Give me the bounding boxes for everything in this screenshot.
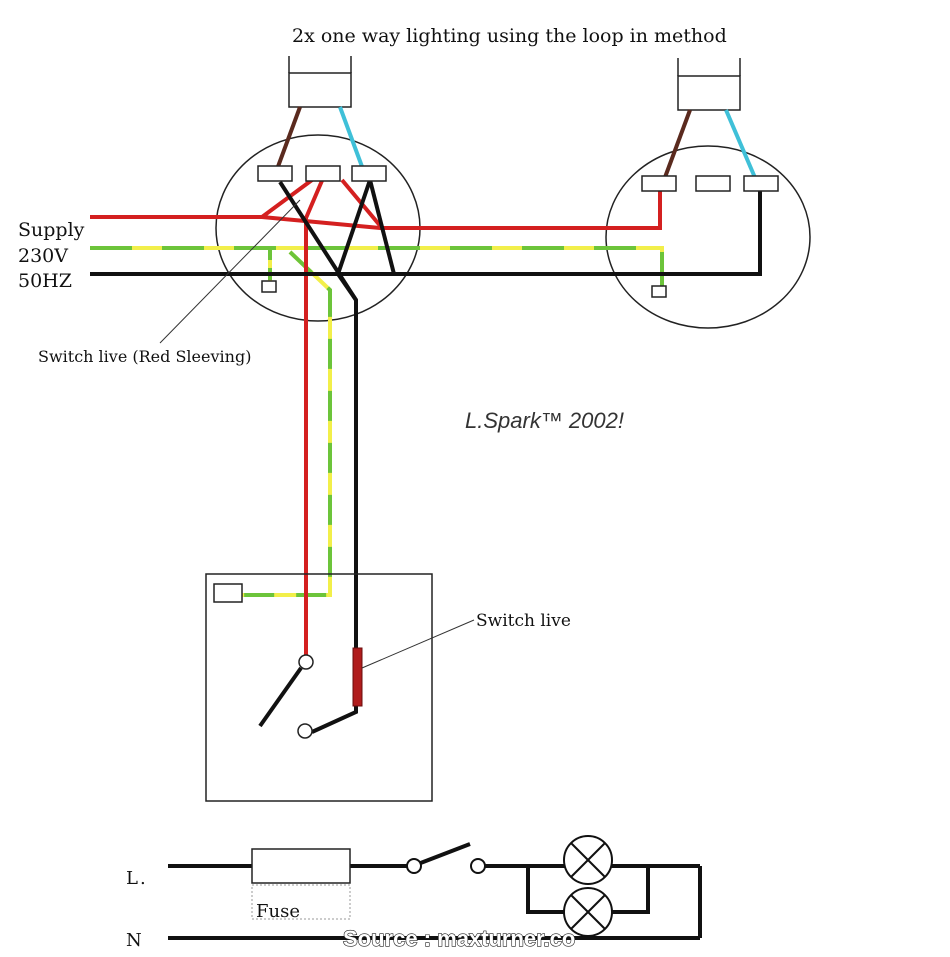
- neutral-wires: [90, 179, 762, 734]
- fuse-element: [251, 848, 351, 884]
- fuse-label-box: [251, 884, 351, 920]
- schematic-circuit: [168, 842, 702, 940]
- lamp-2-blue-wire: [724, 109, 758, 181]
- ceiling-rose-2: [605, 145, 811, 329]
- source-watermark: Source : maxturner.co: [343, 926, 575, 951]
- lamp-1-brown-wire: [274, 106, 302, 173]
- switch-contact-top: [298, 654, 314, 670]
- schematic-switch-contact-1: [406, 858, 422, 874]
- frequency-label: 50HZ: [18, 270, 72, 292]
- lamp-holder-2: [677, 58, 741, 111]
- line-label-dot: .: [140, 868, 146, 889]
- sleeving-leader-line: [159, 199, 301, 344]
- switch-live-label: Switch live: [476, 611, 571, 631]
- switch-live-sleeving-label: Switch live (Red Sleeving): [38, 347, 251, 366]
- schematic-switch-contact-2: [470, 858, 486, 874]
- diagram-title: 2x one way lighting using the loop in me…: [292, 25, 727, 47]
- switch-lever: [258, 666, 303, 728]
- switch-earth-terminal: [213, 583, 243, 603]
- live-wires: [90, 175, 662, 662]
- signature-text: L.Spark™ 2002!: [465, 408, 624, 433]
- rose-1-terminals: [257, 165, 387, 293]
- switch-live-leader-line: [361, 619, 475, 669]
- lamp-icon: [563, 835, 613, 885]
- fuse-label: Fuse: [256, 901, 300, 922]
- lamp-2-brown-wire: [662, 109, 692, 181]
- voltage-label: 230V: [18, 245, 68, 267]
- rose-2-terminals: [641, 175, 779, 298]
- lamp-1-blue-wire: [338, 106, 366, 173]
- switch-contact-bottom: [297, 723, 313, 739]
- lamp-icon: [563, 887, 613, 937]
- red-sleeving: [352, 647, 363, 707]
- lamp-holder-1: [288, 56, 352, 108]
- switch-box: [205, 573, 433, 802]
- line-label: L: [126, 868, 138, 889]
- supply-label: Supply: [18, 219, 85, 241]
- neutral-label: N: [126, 930, 142, 951]
